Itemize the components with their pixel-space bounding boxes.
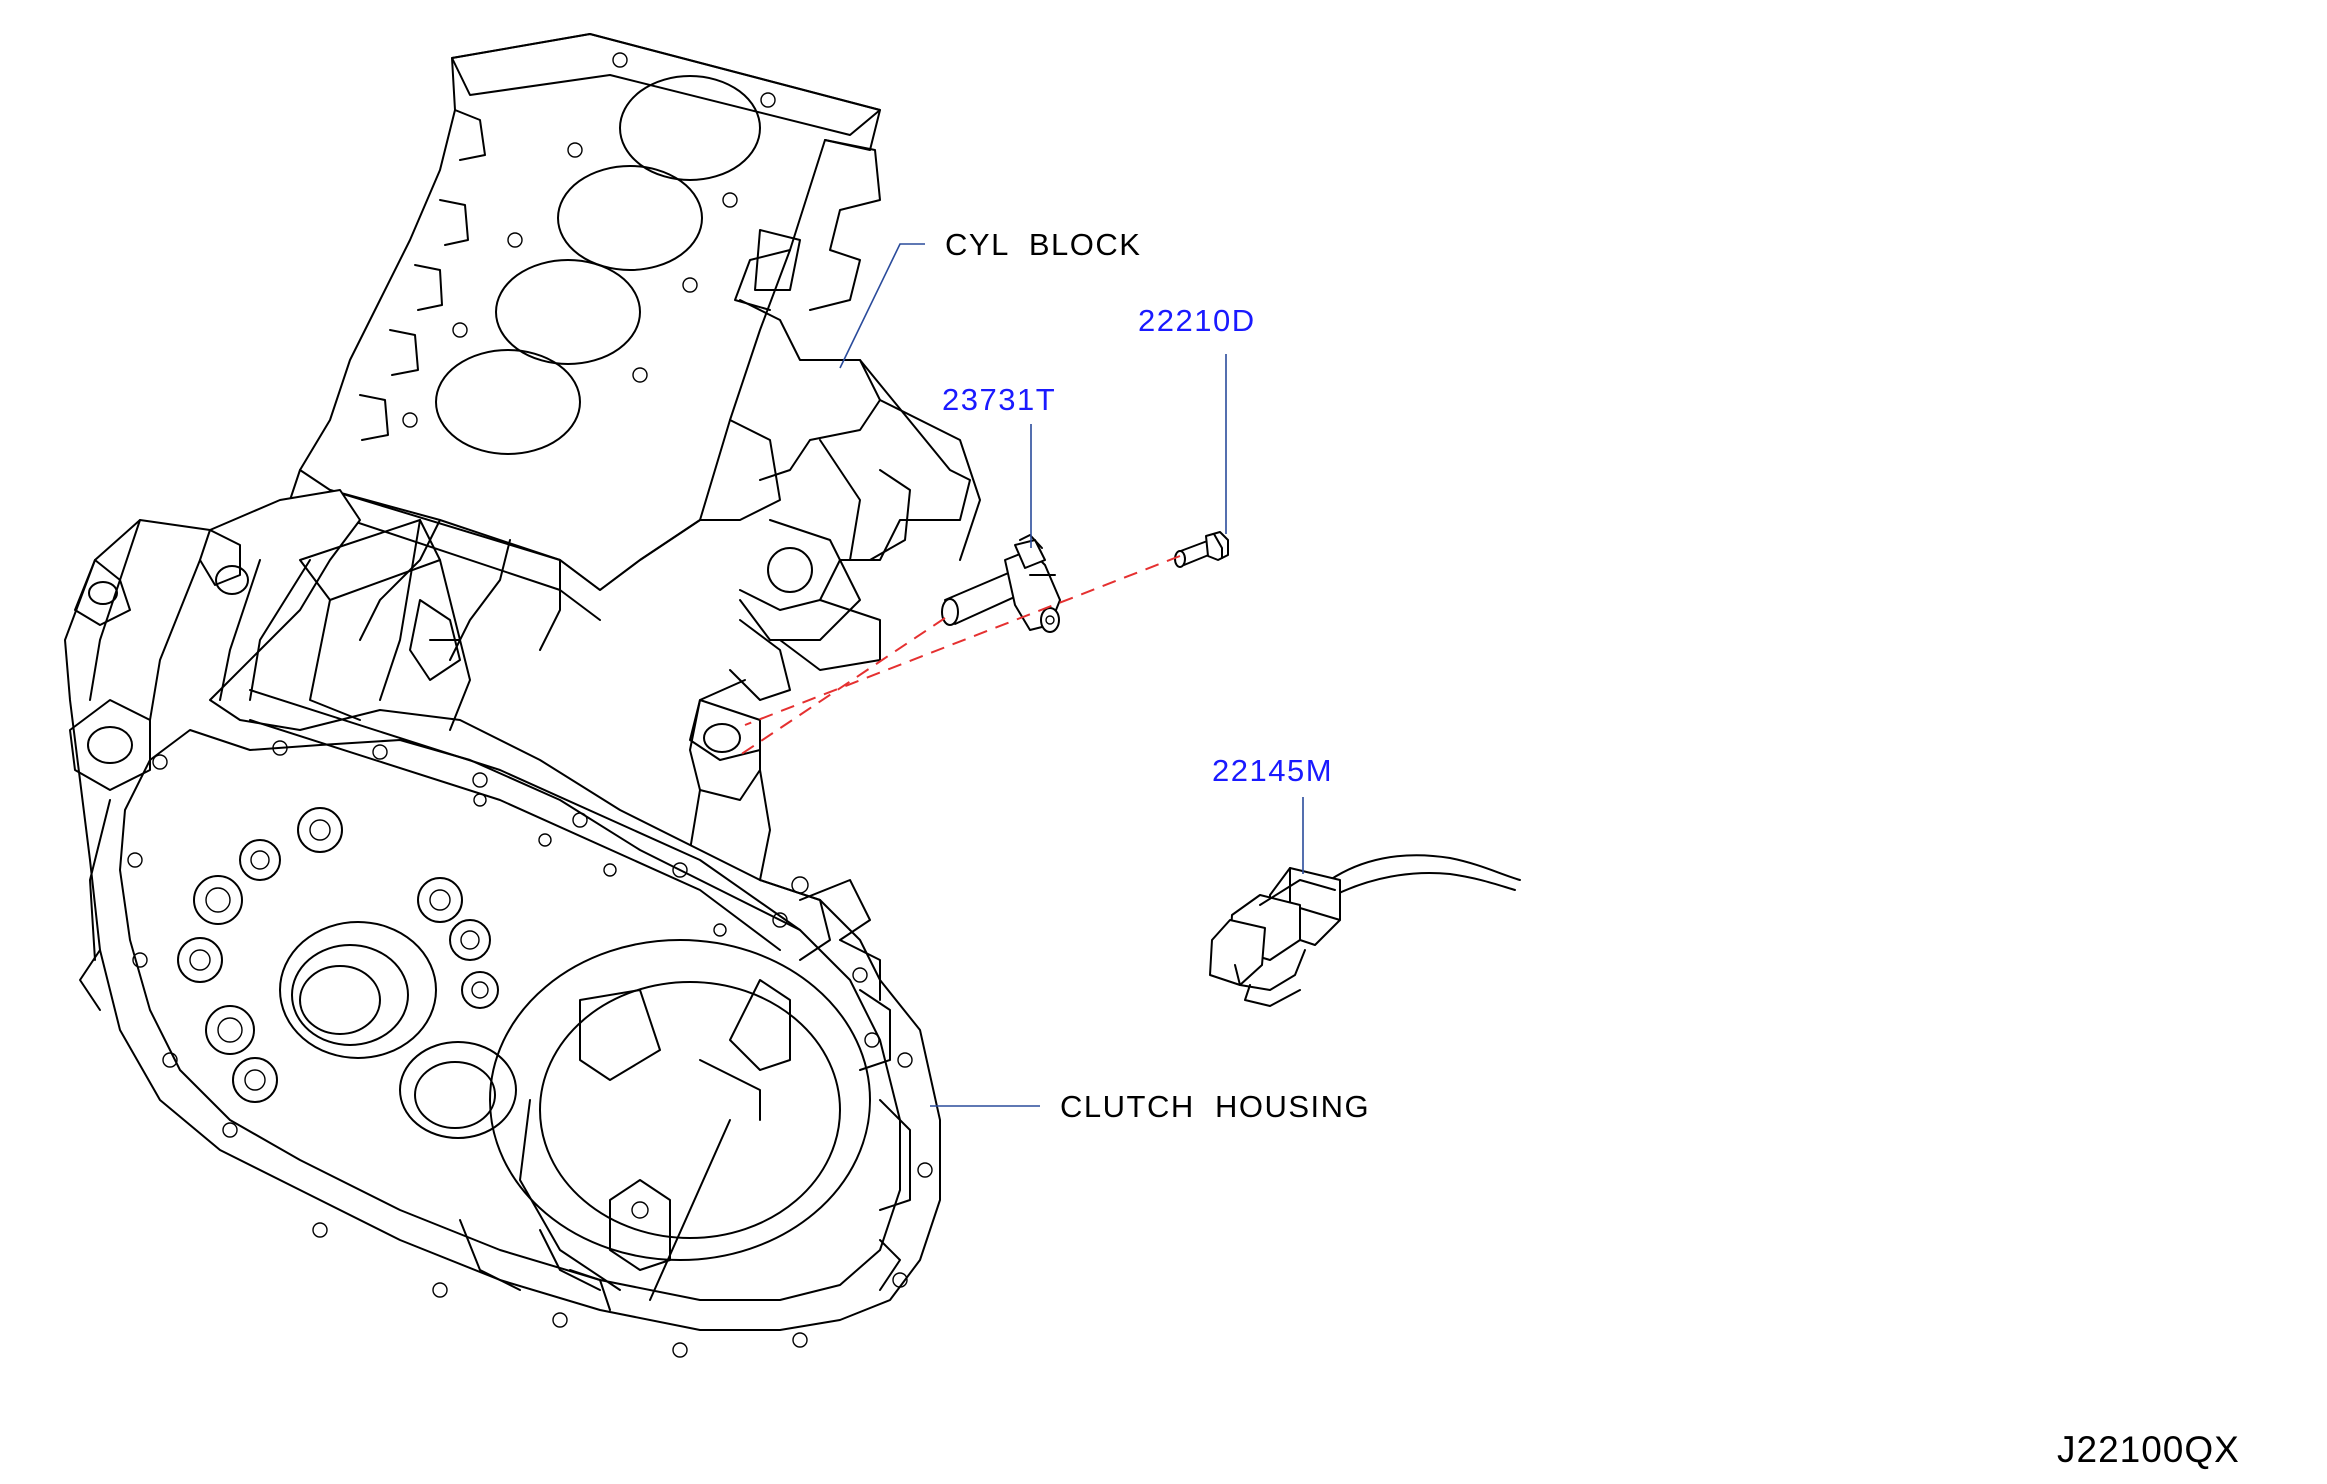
part-number-22145M[interactable]: 22145M [1212,753,1333,788]
crank-position-sensor-drawing [941,534,1061,633]
install-path-lines [739,555,1181,756]
harness-connector-drawing [1209,854,1521,1007]
leader-lines [839,243,1304,1107]
cylinder-block-drawing [289,33,981,941]
install-path-bolt [744,555,1181,726]
clutch-housing-label: CLUTCH HOUSING [1060,1089,1370,1124]
cyl-block-label: CYL BLOCK [945,227,1141,262]
leader-cyl-block [839,243,925,369]
clutch-housing-drawing [64,489,941,1358]
diagram-code: J22100QX [2057,1429,2240,1470]
part-number-23731T[interactable]: 23731T [942,382,1056,417]
install-path-sensor [739,617,946,756]
part-number-22210D[interactable]: 22210D [1138,303,1256,338]
bolt-drawing [1174,531,1229,568]
